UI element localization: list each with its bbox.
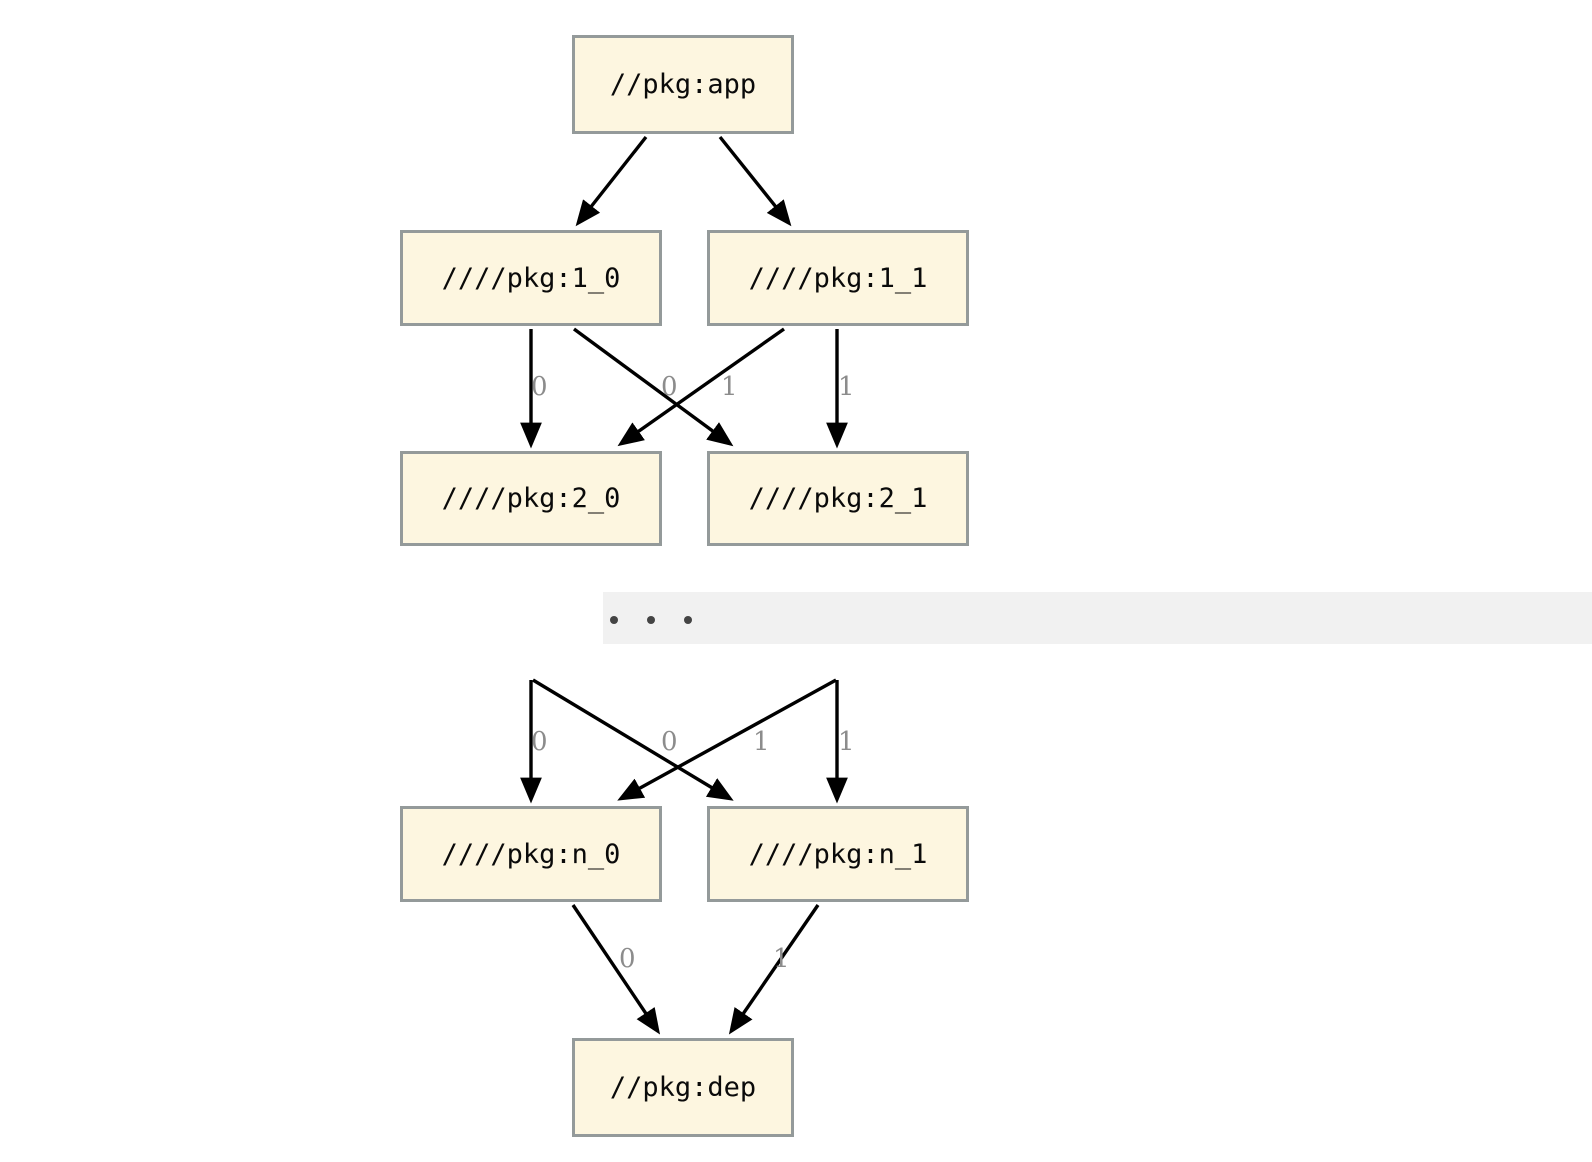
- edge-label-1: 1: [721, 372, 738, 402]
- node-label: ////pkg:n_0: [441, 838, 621, 870]
- node-pkg-n_0[interactable]: ////pkg:n_0: [400, 806, 662, 902]
- ellipsis-band: [603, 592, 1592, 644]
- edge-prev2-to-n_0: [617, 678, 837, 801]
- edge-n_0-to-dep: [571, 904, 661, 1035]
- edge-label-1: 1: [773, 944, 790, 974]
- edge-1_1-to-2_0: [617, 327, 785, 447]
- node-label: ////pkg:2_0: [441, 483, 621, 514]
- edge-label-0: 0: [661, 372, 678, 402]
- node-pkg-n_1[interactable]: ////pkg:n_1: [707, 806, 969, 902]
- edge-label-0: 0: [661, 727, 678, 757]
- edge-label-1: 1: [838, 372, 855, 402]
- node-label: ////pkg:2_1: [748, 483, 928, 514]
- edge-app-to-1_0: [575, 135, 648, 227]
- node-pkg-1_0[interactable]: ////pkg:1_0: [400, 230, 662, 326]
- edge-label-1: 1: [838, 727, 855, 757]
- edge-label-0: 0: [531, 727, 548, 757]
- edge-label-0: 0: [531, 372, 548, 402]
- edge-label-1: 1: [753, 727, 770, 757]
- ellipsis-dot: [610, 616, 618, 624]
- node-label: //pkg:dep: [609, 1072, 757, 1103]
- node-pkg-2_1[interactable]: ////pkg:2_1: [707, 451, 969, 546]
- node-label: ////pkg:n_1: [748, 838, 928, 870]
- ellipsis-dot: [684, 616, 692, 624]
- node-pkg-app[interactable]: //pkg:app: [572, 35, 794, 134]
- node-label: ////pkg:1_0: [441, 262, 621, 294]
- node-pkg-1_1[interactable]: ////pkg:1_1: [707, 230, 969, 326]
- edge-app-to-1_1: [718, 135, 792, 227]
- ellipsis-dot: [647, 616, 655, 624]
- ellipsis-dots: [610, 616, 692, 624]
- edge-label-0: 0: [619, 944, 636, 974]
- edge-n_1-to-dep: [728, 904, 820, 1035]
- edge-1_0-to-2_1: [572, 327, 734, 447]
- node-label: //pkg:app: [609, 69, 757, 100]
- node-pkg-dep[interactable]: //pkg:dep: [572, 1038, 794, 1137]
- edge-prev-to-n_1: [532, 678, 734, 801]
- node-label: ////pkg:1_1: [748, 262, 928, 294]
- node-pkg-2_0[interactable]: ////pkg:2_0: [400, 451, 662, 546]
